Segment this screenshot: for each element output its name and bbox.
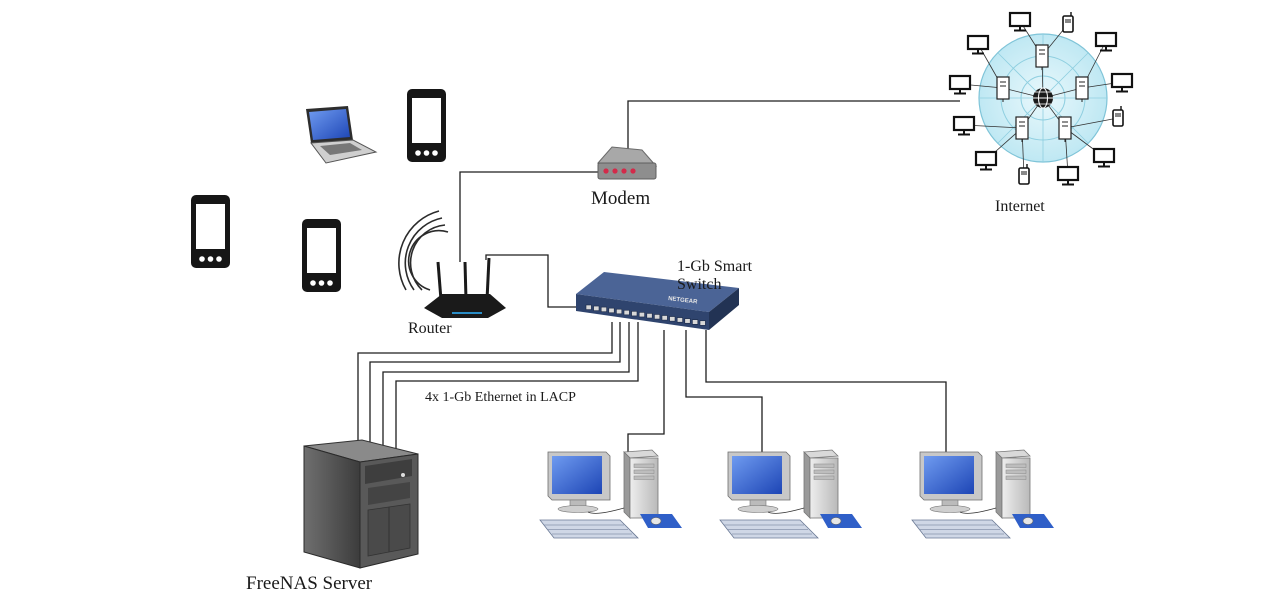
monitor-icon	[952, 115, 976, 136]
desktop-computer-icon	[539, 449, 682, 539]
mobile-phone-icon	[1018, 164, 1030, 185]
wifi-signal-icon	[398, 210, 449, 291]
wire-router-modem	[459, 171, 604, 262]
switch-port	[684, 318, 691, 324]
mobile-phone-icon	[1112, 106, 1124, 127]
server-tower-icon	[303, 439, 419, 569]
router-icon	[398, 210, 506, 318]
desktop-computer-icon	[911, 449, 1054, 539]
switch-port	[638, 312, 645, 318]
switch-port	[585, 304, 592, 310]
switch-port	[608, 307, 615, 314]
monitor-icon	[948, 74, 972, 95]
switch-icon: NETGEAR	[576, 272, 739, 330]
switch-port	[669, 316, 676, 322]
smartphone-icon	[191, 195, 230, 268]
monitor-icon	[1056, 165, 1080, 186]
router-label: Router	[408, 320, 452, 337]
monitor-icon	[1092, 147, 1116, 168]
switch-port	[676, 317, 683, 323]
switch-port	[616, 308, 623, 315]
switch-port	[692, 319, 699, 325]
wire-switch-pc3	[705, 330, 947, 452]
monitor-icon	[1008, 11, 1032, 32]
connection-lines	[357, 100, 960, 452]
server-icon	[1015, 116, 1029, 142]
switch-label-line1: 1-Gb Smart	[677, 258, 753, 275]
monitor-icon	[974, 150, 998, 171]
lacp-label: 4x 1-Gb Ethernet in LACP	[425, 390, 576, 405]
switch-port	[654, 314, 661, 320]
wire-lacp-4	[395, 322, 639, 450]
wire-switch-pc2	[685, 330, 763, 452]
switch-port	[600, 306, 607, 313]
internet-label: Internet	[995, 198, 1045, 215]
switch-port	[631, 310, 638, 317]
switch-label-line2: Switch	[677, 276, 722, 293]
server-icon	[1035, 44, 1049, 70]
switch-port	[699, 320, 706, 326]
smartphone-icon	[302, 219, 341, 292]
monitor-icon	[966, 34, 990, 55]
monitor-icon	[1094, 31, 1118, 52]
switch-ports	[585, 304, 706, 326]
switch-port	[623, 309, 630, 316]
smartphone-icon	[407, 89, 446, 162]
server-icon	[996, 76, 1010, 102]
monitor-icon	[1110, 72, 1134, 93]
modem-icon	[596, 146, 658, 180]
laptop-icon	[306, 106, 378, 164]
modem-label: Modem	[591, 188, 651, 209]
wire-modem-internet	[627, 100, 960, 150]
internet-cloud-icon	[948, 11, 1134, 186]
desktop-computer-icon	[719, 449, 862, 539]
wire-lacp-2	[369, 322, 621, 450]
switch-port	[646, 313, 653, 319]
switch-port	[593, 305, 600, 311]
wire-lacp-3	[382, 322, 630, 450]
server-icon	[1058, 116, 1072, 142]
server-icon	[1075, 76, 1089, 102]
wire-router-switch	[485, 254, 580, 308]
switch-brand-label: NETGEAR	[668, 296, 699, 306]
mobile-phone-icon	[1062, 12, 1074, 33]
switch-port	[661, 315, 668, 321]
globe-icon	[1033, 87, 1053, 109]
freenas-server-label: FreeNAS Server	[246, 573, 373, 594]
wire-lacp-1	[357, 322, 613, 450]
wire-switch-pc1	[627, 330, 665, 452]
